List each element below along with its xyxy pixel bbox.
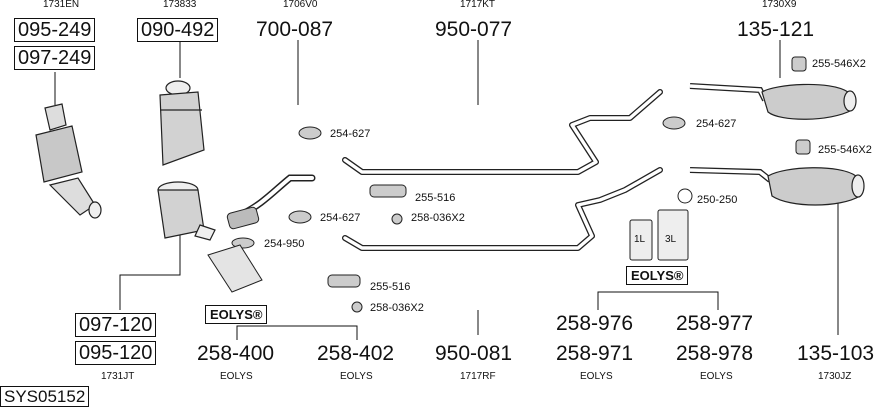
front-pipe-ref: 1706V0 [283, 0, 318, 10]
centre-pipe-1-drawing [342, 89, 663, 175]
catalyst-ref: 1731EN [43, 0, 80, 10]
gasket-label: 258-036X2 [411, 212, 465, 224]
part-258-402[interactable]: 258-402 [317, 342, 395, 365]
part-700-087[interactable]: 700-087 [256, 18, 334, 41]
bracket-eolys-right [597, 291, 719, 310]
leader-dpf-bottom [119, 230, 181, 310]
centre-pipe-2-drawing [342, 167, 663, 251]
clamp-label: 254-627 [696, 118, 737, 130]
bracket-eolys-left [236, 325, 358, 340]
seal-icon [677, 188, 693, 204]
dpf-drawing-top [159, 80, 205, 166]
fluid-can-small-icon [629, 219, 653, 261]
system-code: SYS05152 [0, 386, 90, 407]
part-950-077[interactable]: 950-077 [435, 18, 513, 41]
part-258-971[interactable]: 258-971 [556, 342, 634, 365]
part-095-120[interactable]: 095-120 [75, 341, 157, 365]
part-258-977[interactable]: 258-977 [676, 312, 754, 335]
rear-silencer-ref: 1730X9 [762, 0, 797, 10]
part-097-120[interactable]: 097-120 [75, 313, 157, 337]
centre-pipe-ref: 1717KT [460, 0, 496, 10]
part-950-081[interactable]: 950-081 [435, 342, 513, 365]
eolys-badge-left: EOLYS® [205, 305, 268, 324]
part-095-249[interactable]: 095-249 [14, 18, 96, 42]
gasket-icon [391, 213, 403, 225]
can-small-label: 1L [634, 234, 646, 245]
dpf-bottom-ref: 1731JT [101, 371, 135, 382]
gasket-icon [351, 301, 363, 313]
mount-icon [327, 274, 361, 288]
clamp-icon [298, 126, 322, 140]
mount-label: 255-516 [370, 281, 411, 293]
mount-icon [791, 56, 807, 72]
mount-label: 255-546X2 [818, 144, 872, 156]
gasket-label: 258-036X2 [370, 302, 424, 314]
eolys-ref: EOLYS [340, 371, 373, 382]
catalyst-drawing [35, 103, 102, 219]
rear-silencer-2-ref: 1730JZ [818, 371, 852, 382]
eolys-ref: EOLYS [700, 371, 733, 382]
seal-label: 250-250 [697, 194, 738, 206]
eolys-badge-right: EOLYS® [626, 266, 689, 285]
part-135-103[interactable]: 135-103 [797, 342, 875, 365]
rear-silencer-1-drawing [689, 83, 857, 120]
mount-label: 255-546X2 [812, 58, 866, 70]
mount-label: 255-516 [415, 192, 456, 204]
mount-icon [369, 184, 407, 198]
mount-icon [795, 139, 811, 155]
part-135-121[interactable]: 135-121 [737, 18, 815, 41]
fluid-can-large-icon [657, 209, 689, 261]
eolys-ref: EOLYS [580, 371, 613, 382]
dpf-ref: 173833 [163, 0, 197, 10]
eolys-tank-icon [207, 244, 263, 293]
flex-joint [226, 206, 260, 230]
clamp-icon [288, 210, 312, 224]
clamp-label: 254-627 [320, 212, 361, 224]
dpf-drawing-bottom [157, 181, 216, 241]
clamp-label: 254-627 [330, 128, 371, 140]
part-258-978[interactable]: 258-978 [676, 342, 754, 365]
part-090-492[interactable]: 090-492 [137, 18, 219, 42]
clamp-icon [662, 116, 686, 130]
eolys-ref: EOLYS [220, 371, 253, 382]
clamp-label: 254-950 [264, 238, 305, 250]
part-258-400[interactable]: 258-400 [197, 342, 275, 365]
part-097-249[interactable]: 097-249 [14, 46, 96, 70]
centre-pipe-2-ref: 1717RF [460, 371, 496, 382]
rear-silencer-2-drawing [689, 167, 865, 206]
can-large-label: 3L [665, 234, 677, 245]
part-258-976[interactable]: 258-976 [556, 312, 634, 335]
